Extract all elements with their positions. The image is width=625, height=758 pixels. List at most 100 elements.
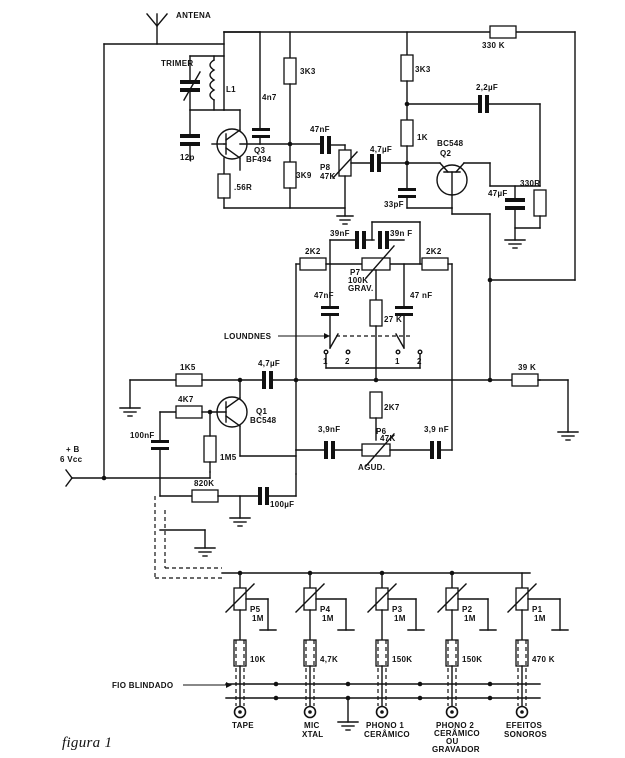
p7-name: P7 (350, 268, 361, 277)
capacitor-4-7uf-b: 4,7µF (258, 359, 297, 389)
q3-name: Q3 (254, 146, 266, 155)
c-3-9nf-a-label: 3,9nF (318, 425, 340, 434)
input-resistor-4: 150K (462, 655, 482, 664)
mixer-channel-1: P5 1M 10K TAPE (225, 572, 277, 730)
c-47nf-c-label: 47 nF (410, 291, 432, 300)
resistor-56r: .56R (217, 157, 252, 209)
r-56r-label: .56R (234, 183, 252, 192)
potentiometer-p6: P6 47K AGUD. (358, 427, 396, 472)
resistor-1k: 1K (400, 119, 428, 189)
r-330k-label: 330 K (482, 41, 505, 50)
c-47nf-b-label: 47nF (314, 291, 334, 300)
resistor-2k7: 2K7 (369, 391, 400, 441)
input-resistor-2: 4,7K (320, 655, 338, 664)
c-2-2uf-label: 2,2µF (476, 83, 498, 92)
shield-ground-rails (225, 640, 541, 731)
loudness-label: LOUNDNES (224, 332, 272, 341)
r-820k-label: 820K (194, 479, 214, 488)
loudness-switch: LOUNDNES 1 2 1 2 (224, 332, 423, 366)
resistor-2k2-a: 2K2 (295, 247, 363, 271)
capacitor-47nf-a: 47nF (310, 125, 346, 154)
ground-820k (229, 495, 251, 527)
capacitor-100uf: 100µF (258, 473, 297, 509)
r-2k2-b-label: 2K2 (426, 247, 442, 256)
antenna-label: ANTENA (176, 11, 211, 20)
antenna: ANTENA (146, 11, 211, 45)
ground-q2 (504, 239, 526, 249)
resistor-3k3-a: 3K3 (283, 57, 316, 145)
r-3k3-b-label: 3K3 (415, 65, 431, 74)
potentiometer-p8: P8 47K (320, 144, 371, 225)
c-47nf-a-label: 47nF (310, 125, 330, 134)
c-4-7uf-b-label: 4,7µF (258, 359, 280, 368)
r-3k3-a-label: 3K3 (300, 67, 316, 76)
c-4n7-label: 4n7 (262, 93, 277, 102)
supply-value: 6 Vcc (60, 455, 83, 464)
q1-type: BC548 (250, 416, 277, 425)
capacitor-100nf: 100nF (130, 411, 169, 497)
supply-label: + B (66, 445, 80, 454)
capacitor-2-2uf: 2,2µF (476, 83, 541, 187)
transistor-q3: Q3 BF494 (211, 109, 271, 171)
input-4-line3: OU (446, 737, 459, 746)
shielded-wire-label: FIO BLINDADO (112, 681, 173, 690)
c-47uf-label: 47µF (488, 189, 508, 198)
resistor-820k: 820K (159, 479, 259, 503)
p6-value: 47K (380, 434, 396, 443)
sw-left-2: 2 (345, 357, 350, 366)
p8-value: 47K (320, 172, 336, 181)
sw-right-1: 1 (395, 357, 400, 366)
q2-name: Q2 (440, 149, 452, 158)
transistor-q1: Q1 BC548 (209, 379, 277, 457)
c-39nf-a-label: 39nF (330, 229, 350, 238)
pot-p3-name: P3 (392, 605, 403, 614)
resistor-27k: 27 K (369, 299, 402, 381)
input-5-line2: SONOROS (504, 730, 547, 739)
figure-caption: figura 1 (62, 735, 112, 751)
resistor-1m5: 1M5 (203, 411, 236, 473)
r-1k5-label: 1K5 (180, 363, 196, 372)
input-1-line1: TAPE (232, 721, 254, 730)
capacitor-47nf-b: 47nF (314, 263, 339, 349)
c-4-7uf-a-label: 4,7µF (370, 145, 392, 154)
capacitor-39nf-b: 39n F (378, 229, 412, 249)
r-3k9-label: 3K9 (296, 171, 312, 180)
tuning-tank: TRIMER L1 12p (161, 55, 236, 162)
input-5-line1: EFEITOS (506, 721, 543, 730)
resistor-1k5: 1K5 (119, 363, 263, 417)
input-3-line2: CERÂMICO (364, 730, 410, 739)
pot-p5-name: P5 (250, 605, 261, 614)
input-4-line4: GRAVADOR (432, 745, 480, 754)
l1-label: L1 (226, 85, 236, 94)
pot-p1-value: 1M (534, 614, 546, 623)
resistor-3k3-b: 3K3 (400, 54, 431, 121)
r-330r-label: 330R (520, 179, 540, 188)
capacitor-47uf: 47µF (488, 185, 541, 241)
p6-name: P6 (376, 427, 387, 436)
r-4k7-label: 4K7 (178, 395, 194, 404)
input-resistor-3: 150K (392, 655, 412, 664)
mixer-channel-5: P1 1M 470 K EFEITOS SONOROS (504, 572, 569, 739)
pot-p2-name: P2 (462, 605, 473, 614)
resistor-330k: 330 K (482, 25, 517, 50)
pot-p4-value: 1M (322, 614, 334, 623)
pot-p4-name: P4 (320, 605, 331, 614)
pot-p2-value: 1M (464, 614, 476, 623)
input-3-line1: PHONO 1 (366, 721, 404, 730)
c-100nf-label: 100nF (130, 431, 155, 440)
shielded-wire-callout: FIO BLINDADO (112, 681, 232, 690)
r-27k-label: 27 K (384, 315, 402, 324)
c-100uf-label: 100µF (270, 500, 294, 509)
r-2k7-label: 2K7 (384, 403, 400, 412)
capacitor-4-7uf-a: 4,7µF (370, 145, 409, 172)
pot-p3-value: 1M (394, 614, 406, 623)
r-2k2-a-label: 2K2 (305, 247, 321, 256)
pot-p1-name: P1 (532, 605, 543, 614)
p7-value: 100K (348, 276, 368, 285)
mixer-channel-4: P2 1M 150K PHONO 2 CERÂMICO OU GRAVADOR (432, 572, 497, 754)
c-33pf-label: 33pF (384, 200, 404, 209)
resistor-3k9: 3K9 (283, 143, 312, 209)
pot-p5-value: 1M (252, 614, 264, 623)
input-4-line1: PHONO 2 (436, 721, 474, 730)
c-3-9nf-b-label: 3,9 nF (424, 425, 449, 434)
